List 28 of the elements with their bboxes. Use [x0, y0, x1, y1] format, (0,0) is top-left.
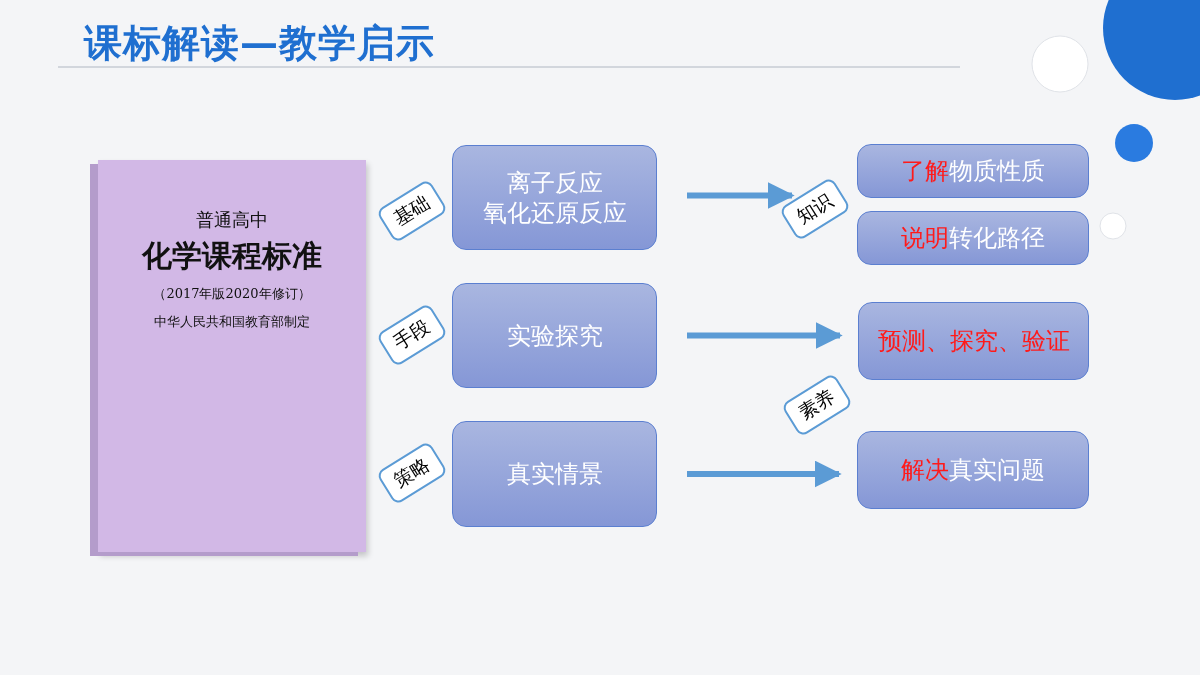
box-text: 真实情景	[506, 459, 603, 489]
book-title: 化学课程标准	[142, 237, 322, 275]
box-text: 实验探究	[506, 320, 603, 351]
tag-text: 策略	[389, 451, 435, 494]
book-text: 普通高中	[196, 208, 268, 232]
rounded-panel	[858, 302, 1089, 380]
box-text: 解决真实问题	[901, 455, 1045, 485]
slide-title: 课标解读—教学启示	[84, 20, 435, 67]
book-text: 中华人民共和国教育部制定	[154, 313, 310, 331]
rounded-panel	[857, 211, 1089, 265]
box-text: 预测、探究、验证	[877, 326, 1070, 356]
rounded-panel	[857, 144, 1089, 198]
book-text: （2017年版2020年修订）	[153, 285, 311, 303]
arrow	[687, 460, 842, 488]
tag-text: 知识	[792, 187, 838, 230]
tag-text: 基础	[389, 189, 435, 232]
rounded-panel	[452, 283, 657, 388]
box-text: 氧化还原反应	[482, 197, 627, 228]
box-text: 离子反应	[506, 167, 603, 198]
rounded-panel	[452, 421, 657, 527]
tag-text: 手段	[389, 313, 435, 356]
arrow	[687, 182, 795, 209]
rounded-panel	[857, 431, 1089, 509]
rounded-panel	[452, 145, 657, 250]
box-text: 了解物质性质	[901, 156, 1045, 186]
arrow	[687, 322, 843, 349]
box-text: 说明转化路径	[901, 223, 1045, 253]
tag-text: 素养	[794, 383, 840, 426]
